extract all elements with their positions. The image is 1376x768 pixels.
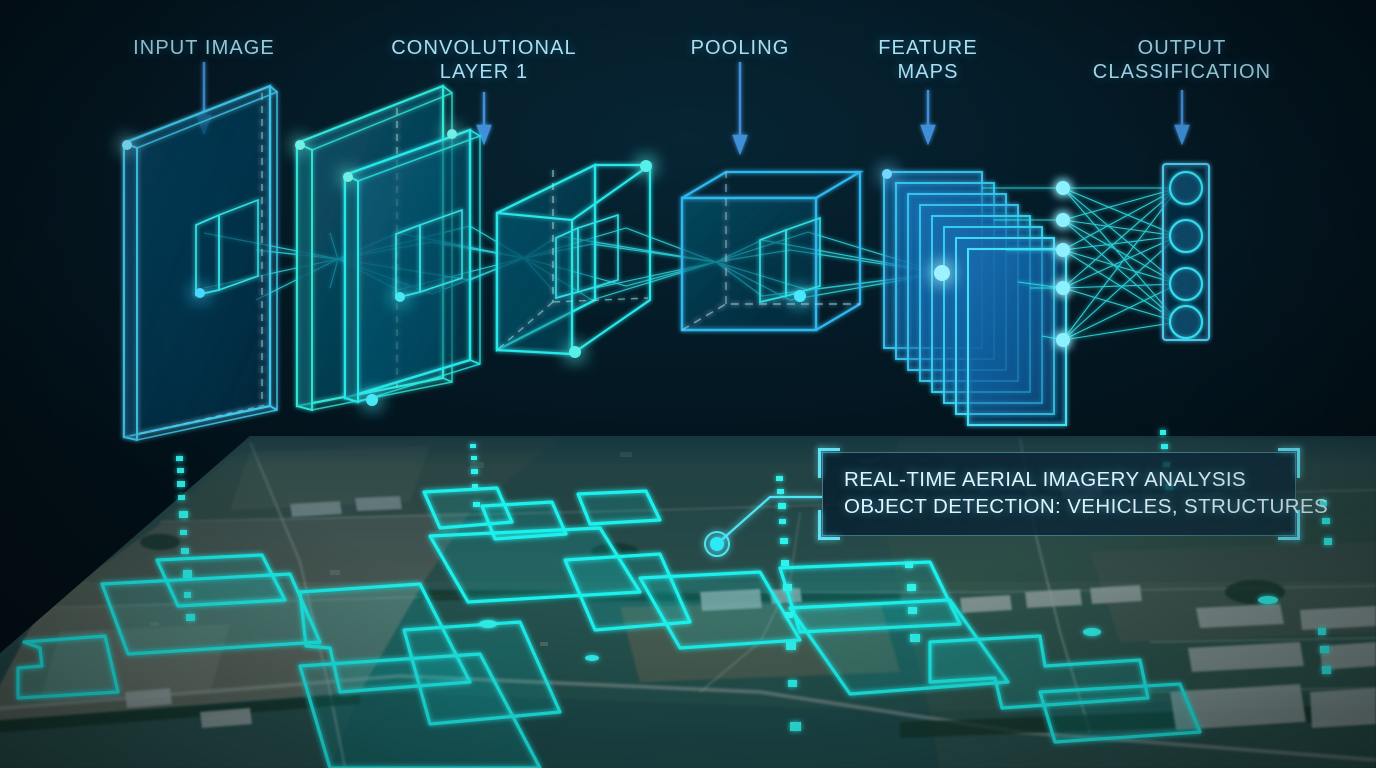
analysis-callout[interactable]: REAL-TIME AERIAL IMAGERY ANALYSIS OBJECT…	[818, 448, 1329, 540]
corner-bracket-top-left-icon	[818, 448, 840, 478]
corner-bracket-bottom-left-icon	[818, 510, 840, 540]
callout-text: REAL-TIME AERIAL IMAGERY ANALYSIS OBJECT…	[844, 466, 1329, 520]
callout-line-1: REAL-TIME AERIAL IMAGERY ANALYSIS	[844, 468, 1247, 491]
callout-line-2: OBJECT DETECTION: VEHICLES, STRUCTURES	[844, 495, 1329, 518]
